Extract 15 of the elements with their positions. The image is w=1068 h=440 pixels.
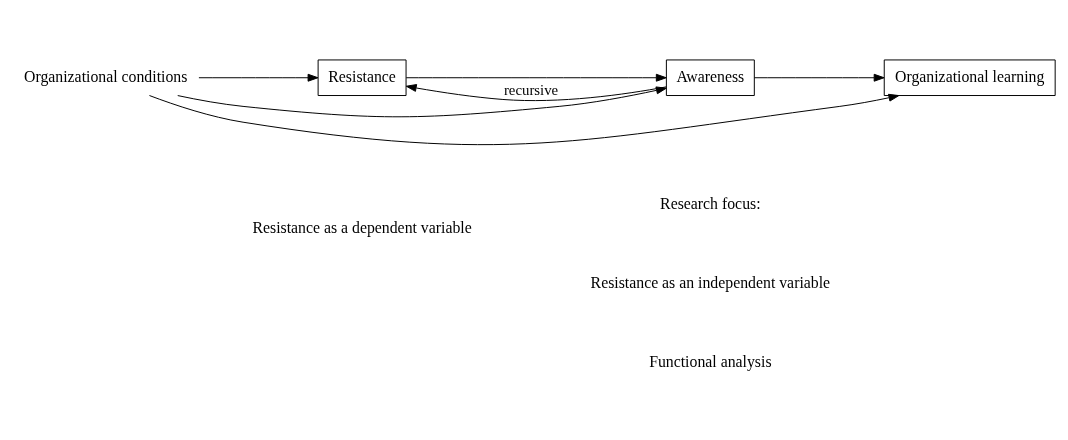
edge-label: recursive bbox=[503, 81, 559, 98]
node-box: Awareness bbox=[665, 58, 755, 96]
label: Functional analysis bbox=[649, 352, 772, 370]
node-text: Organizational conditions bbox=[24, 66, 188, 84]
arrow bbox=[198, 73, 319, 82]
arrow bbox=[753, 73, 885, 82]
arrow bbox=[405, 83, 667, 101]
node-box: Resistance bbox=[317, 58, 407, 96]
arrow bbox=[177, 85, 667, 117]
arrow bbox=[405, 73, 667, 82]
label: Resistance as an independent variable bbox=[590, 273, 831, 291]
node-box: Organizational learning bbox=[883, 58, 1056, 96]
label: Research focus: bbox=[660, 194, 761, 212]
label: Resistance as a dependent variable bbox=[252, 218, 472, 236]
arrow bbox=[148, 93, 900, 145]
